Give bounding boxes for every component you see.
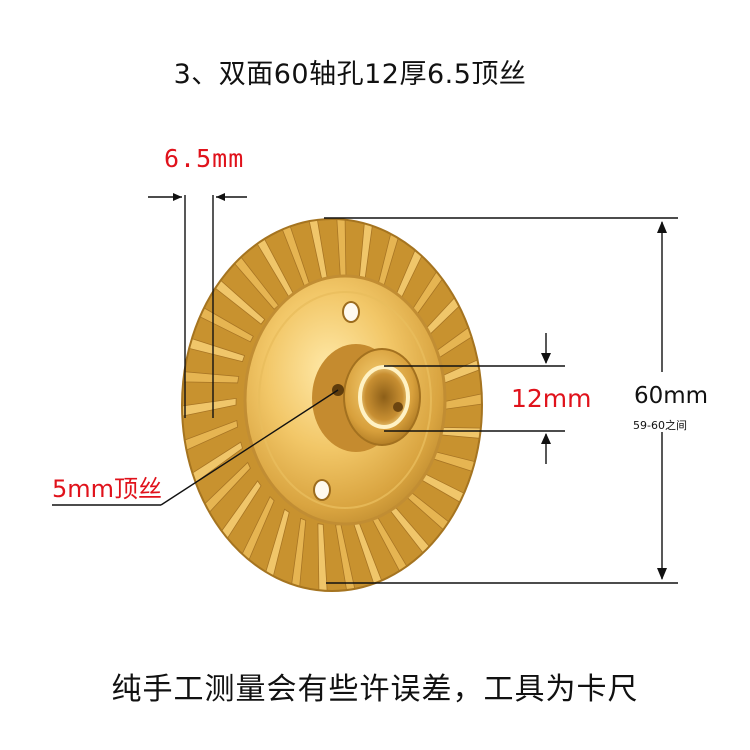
mounting-hole-top [342, 301, 360, 323]
thickness-dimension [148, 193, 247, 418]
thickness-label: 6.5mm [164, 144, 245, 173]
set-screw-leader [52, 389, 339, 506]
bore-label: 12mm [511, 384, 592, 413]
page-title: 3、双面60轴孔12厚6.5顶丝 [173, 59, 527, 90]
diameter-dimension [324, 217, 678, 584]
diameter-range-label: 59-60之间 [633, 419, 687, 432]
measurement-note: 纯手工测量会有些许误差，工具为卡尺 [111, 672, 639, 707]
shaft-bore [358, 365, 410, 429]
diameter-label: 60mm [634, 383, 709, 409]
set-screw-label: 5mm顶丝 [52, 475, 163, 503]
bore-dimension [384, 333, 565, 464]
mounting-hole-bottom [313, 479, 331, 501]
